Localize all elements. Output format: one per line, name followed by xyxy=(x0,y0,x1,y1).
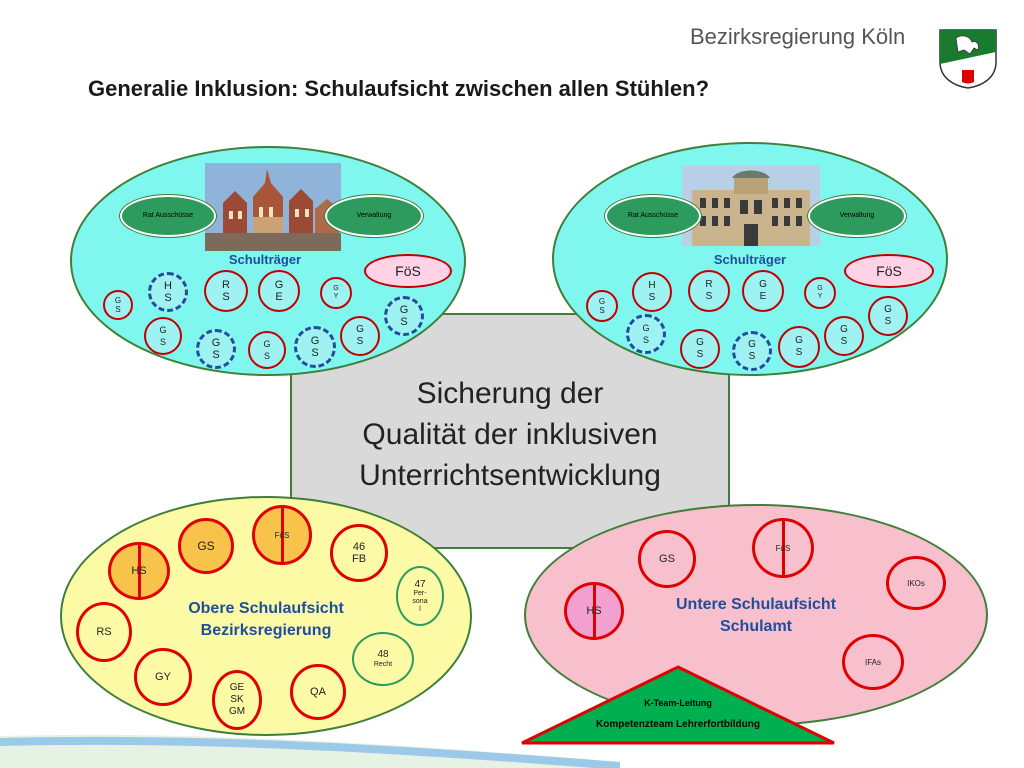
untere-fos-circle: FöS xyxy=(752,518,814,578)
untere-ikos-circle: IKOs xyxy=(886,556,946,610)
rat-ausschuesse-left: Rat Ausschüsse xyxy=(119,194,217,238)
schultraeger-left-label: Schulträger xyxy=(228,252,302,267)
kteam-triangle xyxy=(521,665,835,745)
town-hall-left-image xyxy=(205,163,341,251)
untere-ifas-circle: IFAs xyxy=(842,634,904,690)
fos-right: FöS xyxy=(844,254,934,288)
quality-line-1: Sicherung der xyxy=(416,377,604,410)
quality-line-3: Unterrichtsentwicklung xyxy=(359,459,661,492)
decorative-swoosh xyxy=(0,734,620,768)
coat-of-arms-icon xyxy=(939,29,997,89)
obere-gs-circle: GS xyxy=(178,518,234,574)
fos-left: FöS xyxy=(364,254,452,288)
quality-statement: Sicherung der Qualität der inklusiven Un… xyxy=(300,373,720,496)
page-title: Generalie Inklusion: Schulaufsicht zwisc… xyxy=(88,76,710,101)
untere-title-line-2: Schulamt xyxy=(719,618,792,635)
town-hall-right-image xyxy=(682,166,820,246)
schultraeger-right-label: Schulträger xyxy=(713,252,787,267)
untere-hs-circle: HS xyxy=(564,582,624,640)
obere-rs-circle: RS xyxy=(76,602,132,662)
obere-hs-circle: HS xyxy=(108,542,170,600)
obere-title-line-2: Bezirksregierung xyxy=(200,622,332,639)
rat-ausschuesse-right: Rat Ausschüsse xyxy=(604,194,702,238)
verwaltung-right: Verwaltung xyxy=(807,194,907,238)
kteam-leitung-label: K-Team-Leitung xyxy=(644,698,712,708)
verwaltung-left: Verwaltung xyxy=(324,194,424,238)
obere-schulaufsicht-title: Obere Schulaufsicht Bezirksregierung xyxy=(156,598,376,642)
obere-title-line-1: Obere Schulaufsicht xyxy=(188,600,344,617)
untere-schulaufsicht-title: Untere Schulaufsicht Schulamt xyxy=(640,594,872,638)
brand-name: Bezirksregierung Köln xyxy=(690,24,906,49)
untere-title-line-1: Untere Schulaufsicht xyxy=(675,596,837,613)
quality-line-2: Qualität der inklusiven xyxy=(362,418,658,451)
obere-fos-circle: FöS xyxy=(252,505,312,565)
kteam-name-label: Kompetenzteam Lehrerfortbildung xyxy=(596,719,760,730)
obere-gy-circle: GY xyxy=(134,648,192,706)
obere-qa-circle: QA xyxy=(290,664,346,720)
untere-gs-circle: GS xyxy=(638,530,696,588)
